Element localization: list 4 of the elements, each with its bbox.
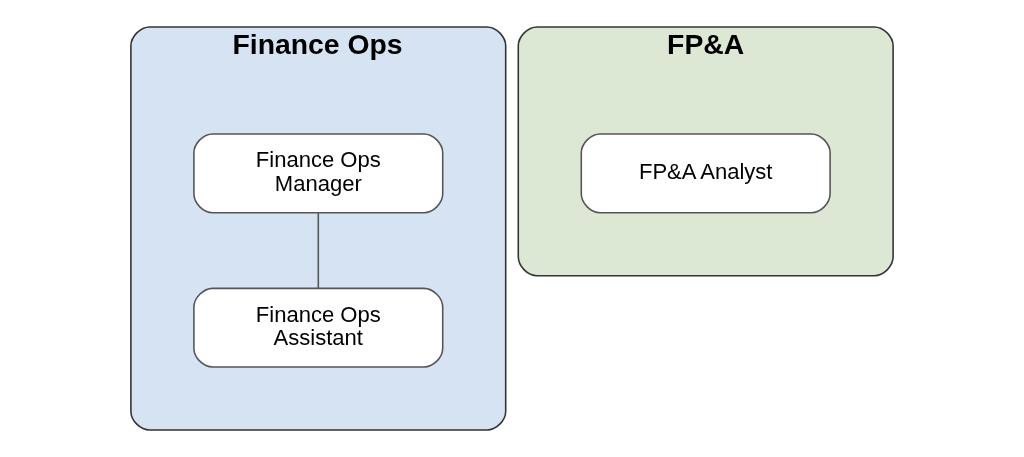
node-box: Finance Ops Manager [193, 133, 444, 214]
node-box: FP&A Analyst [580, 133, 831, 214]
connector [317, 212, 320, 289]
node-box: Finance Ops Assistant [193, 287, 444, 368]
